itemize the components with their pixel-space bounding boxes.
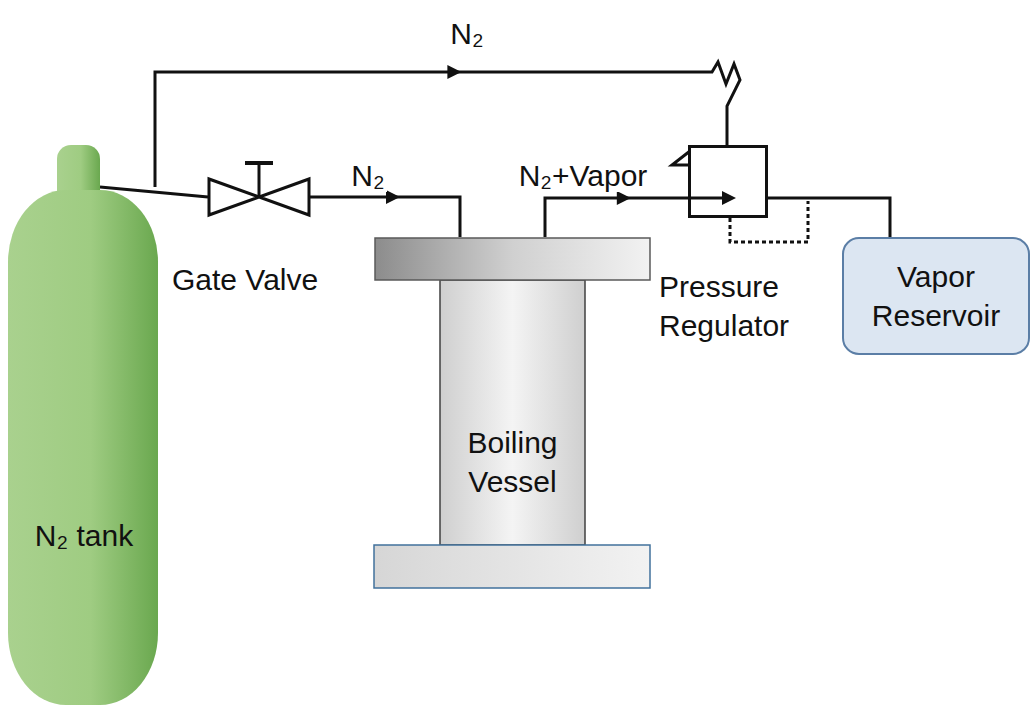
node-label: Pressure Regulator <box>659 267 834 345</box>
arrowhead <box>447 65 461 79</box>
gas-cylinder: N₂ tank <box>8 145 160 707</box>
flow-label: N₂ <box>349 159 386 192</box>
arrowhead <box>617 191 631 205</box>
flow-label: N₂+Vapor <box>517 159 650 192</box>
pressure-regulator-shape <box>688 145 768 218</box>
pipe-connector <box>768 198 890 237</box>
vapor-reservoir-shape <box>842 237 1030 355</box>
pipe-connector <box>545 191 688 237</box>
node-label: N₂ tank <box>14 516 154 555</box>
boiling-vessel: Boiling Vessel <box>373 237 652 589</box>
pipe-connector <box>155 62 740 187</box>
pipe-connector <box>310 190 460 237</box>
gate-valve: Gate Valve <box>208 160 310 216</box>
vapor-reservoir: Vapor Reservoir <box>842 237 1030 355</box>
node-label: Gate Valve <box>172 260 347 299</box>
flow-label: N₂ <box>448 17 485 50</box>
boiling-vessel-shape <box>373 237 652 589</box>
gate-valve-shape <box>208 160 310 216</box>
node-label: Boiling Vessel <box>442 423 583 501</box>
node-label: Vapor Reservoir <box>846 257 1026 335</box>
pressure-regulator: Pressure Regulator <box>688 145 768 218</box>
gas-cylinder-shape <box>8 145 160 707</box>
arrowhead <box>386 190 400 204</box>
